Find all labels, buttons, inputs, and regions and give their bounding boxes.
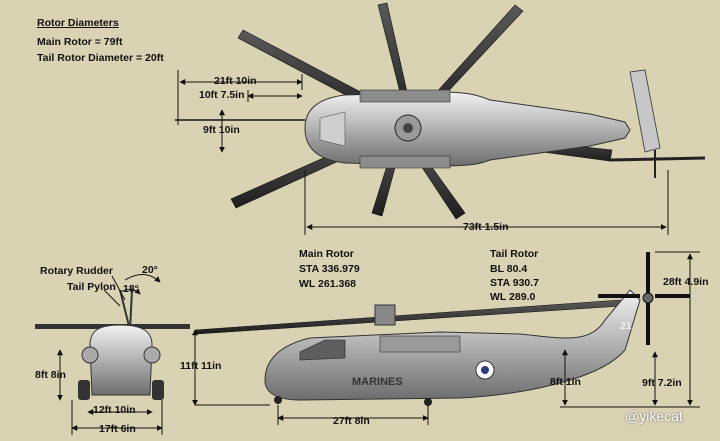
dim-top-length: 73ft 1.5in (463, 221, 509, 233)
dim-front-height: 8ft 8in (35, 369, 66, 381)
legend-title: Rotor Diameters (37, 17, 119, 29)
side-dimension-lines (192, 251, 700, 425)
fuselage-marking: MARINES (352, 376, 403, 388)
legend-main-rotor: Main Rotor = 79ft (37, 36, 123, 48)
tail-rotor-bl: BL 80.4 (490, 263, 528, 275)
tail-rotor-title: Tail Rotor (490, 248, 539, 260)
dim-side-tail-rotor-clearance: 9ft 7.2in (642, 377, 682, 389)
dim-top-offset: 9ft 10in (203, 124, 240, 136)
dim-side-hub-height: 11ft 11in (180, 360, 222, 372)
top-dimension-lines (177, 70, 669, 235)
main-rotor-wl: WL 261.368 (299, 278, 357, 290)
dim-top-width: 21ft 10in (214, 75, 257, 87)
tail-pylon-label: Tail Pylon (67, 281, 116, 293)
tail-number: 21 (620, 320, 632, 332)
dim-front-track-outer: 17ft 6in (99, 423, 136, 435)
watermark: @yikecat (625, 408, 683, 424)
dim-top-blade: 10ft 7.5in (199, 89, 245, 101)
rotary-rudder-label: Rotary Rudder (40, 265, 113, 277)
main-rotor-title: Main Rotor (299, 248, 354, 260)
top-tail-fin (629, 69, 661, 153)
front-dimension-lines (57, 274, 163, 435)
angle-18-label: 18° (123, 283, 139, 295)
front-fuselage (89, 324, 153, 396)
angle-20-label: 20° (142, 264, 158, 276)
side-view (192, 251, 700, 425)
top-view (175, 2, 706, 235)
dim-side-wheelbase: 27ft 8in (333, 415, 370, 427)
side-main-rotor-blades (194, 299, 623, 335)
side-tail-rotor (598, 252, 690, 345)
tail-rotor-wl: WL 289.0 (490, 291, 536, 303)
legend-tail-rotor: Tail Rotor Diameter = 20ft (37, 52, 164, 64)
main-rotor-sta: STA 336.979 (299, 263, 360, 275)
top-fuselage (304, 91, 631, 167)
tail-rotor-sta: STA 930.7 (490, 277, 540, 289)
dim-front-track-inner: 12ft 10in (93, 404, 136, 416)
front-view (35, 274, 190, 435)
dim-tail-rotor-height: 28ft 4.9in (663, 276, 709, 288)
dim-side-tail-height: 8ft 1in (550, 376, 581, 388)
